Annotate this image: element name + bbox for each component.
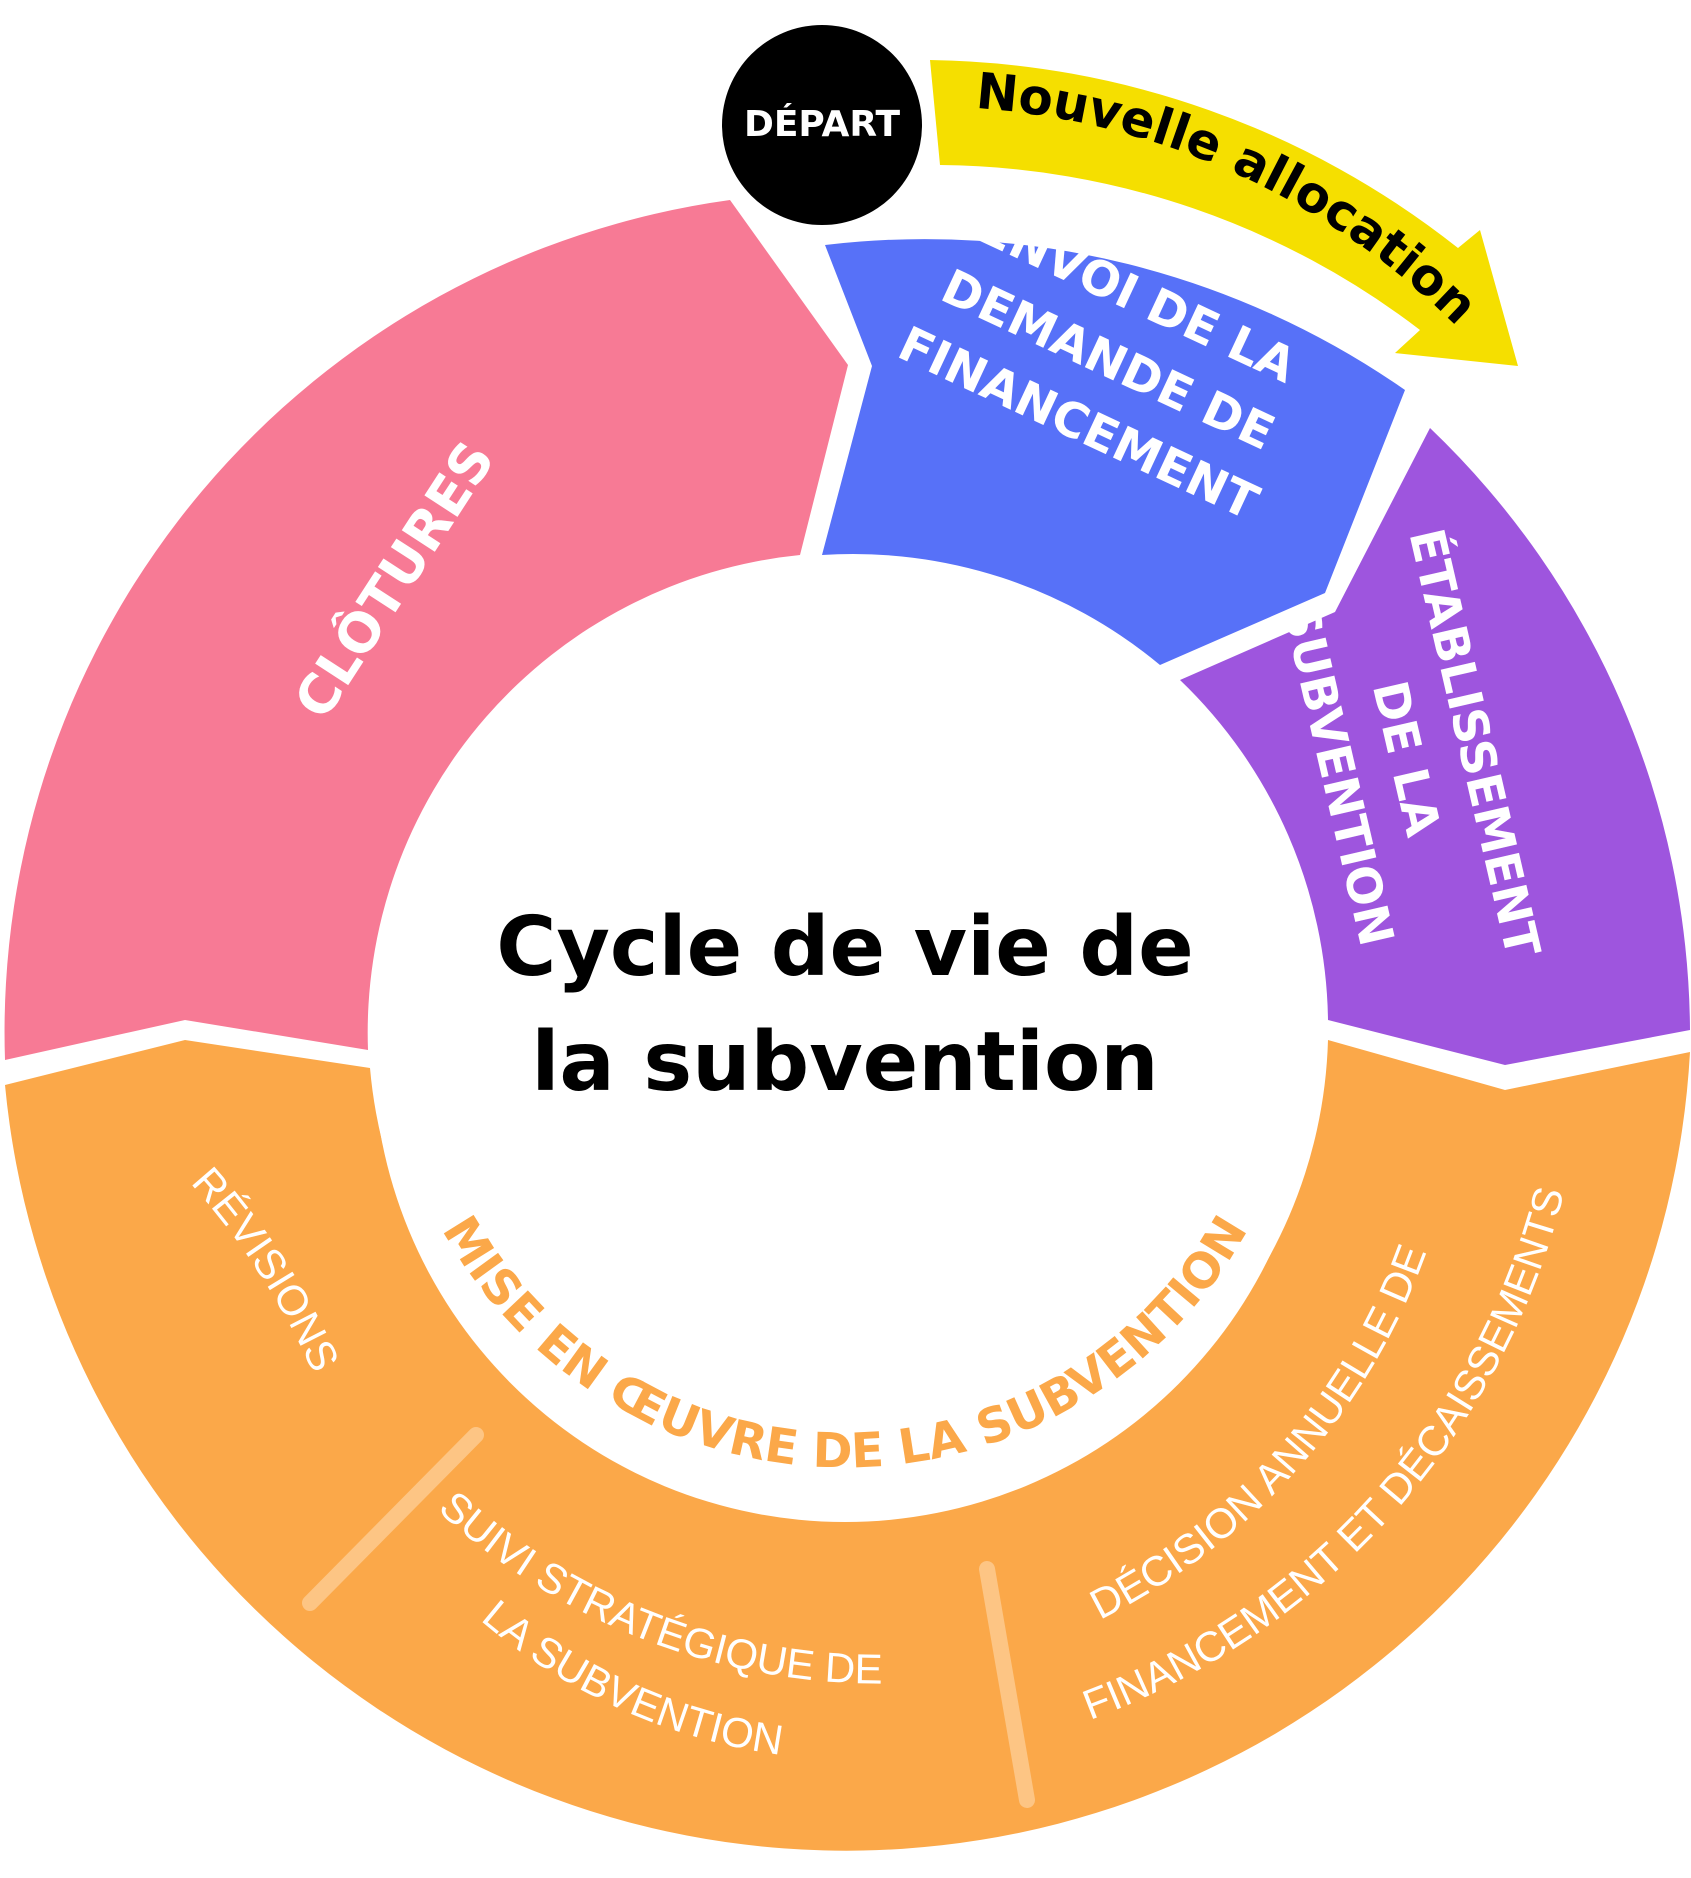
separator-line bbox=[302, 1427, 484, 1611]
segment-mise-en-oeuvre[interactable] bbox=[5, 1040, 1690, 1851]
segment-etablissement[interactable] bbox=[1180, 428, 1690, 1065]
center-title-line-1: Cycle de vie de bbox=[496, 900, 1193, 995]
separator-line bbox=[979, 1561, 1035, 1808]
segment-envoi[interactable] bbox=[822, 239, 1405, 666]
center-circle bbox=[373, 578, 1317, 1522]
segment-clotures[interactable] bbox=[4, 200, 849, 1060]
start-circle[interactable] bbox=[722, 25, 922, 225]
center-title-line-2: la subvention bbox=[531, 1015, 1158, 1110]
start-label: DÉPART bbox=[744, 103, 901, 145]
new-allocation-arrow[interactable] bbox=[930, 60, 1518, 366]
